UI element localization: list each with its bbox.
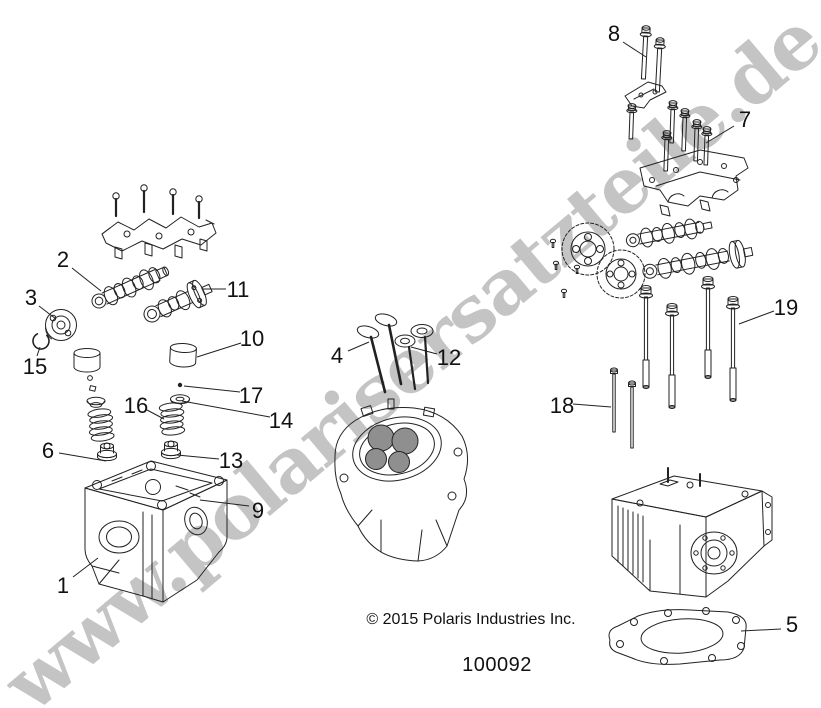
cylinder-block-drawing [611,467,773,598]
callout-label-4: 4 [331,343,343,368]
intake-camshaft-drawing [91,266,170,309]
callout-label-8: 8 [608,21,620,46]
callout-leader-16 [146,409,165,420]
callout-label-7: 7 [739,107,751,132]
tappet-right-drawing [169,342,197,368]
diagram-number-text: 100092 [462,654,532,676]
camshaft-carrier-bolts-drawing [626,100,713,172]
sprocket-fasteners-drawing [549,238,581,298]
valve-keepers-left-drawing [87,375,97,392]
cylinder-head-bottom-view-drawing [334,398,468,562]
callout-label-14: 14 [269,408,293,433]
callout-leader-9 [199,499,250,507]
intake-valves-drawing [356,313,403,394]
callout-leader-6 [58,452,107,462]
callout-label-13: 13 [219,448,243,473]
camshaft-carrier-drawing [639,149,749,217]
callout-label-5: 5 [786,612,798,637]
callout-leader-7 [705,125,735,144]
rocker-arm-assembly-drawing [101,184,217,260]
tappet-left-drawing [73,348,101,373]
callout-label-15: 15 [23,354,47,379]
callout-label-17: 17 [239,383,263,408]
valve-spring-right-drawing [158,402,186,436]
callout-leader-10 [196,342,242,358]
callout-label-18: 18 [550,393,574,418]
valve-seal-left-drawing [97,442,117,462]
callout-leader-1 [72,557,99,578]
callout-leader-13 [176,454,220,460]
valve-keeper-pin-drawing [177,382,183,388]
callout-leader-19 [738,310,775,325]
callout-leader-18 [572,403,612,408]
valve-seal-right-drawing [161,440,181,460]
spring-retainer-washer-drawing [170,394,190,405]
callout-leader-2 [71,267,102,292]
exhaust-valves-drawing [394,324,434,391]
callout-leader-8 [622,41,647,58]
callout-label-6: 6 [42,438,54,463]
valve-spring-left-drawing [87,408,115,442]
cam-cap-drawing [45,309,77,341]
callout-label-9: 9 [252,498,264,523]
callout-label-19: 19 [774,295,798,320]
callout-label-1: 1 [57,573,69,598]
callout-leader-3 [38,305,57,320]
cylinder-head-bolts-drawing [639,276,740,409]
callout-label-3: 3 [25,285,37,310]
callout-label-12: 12 [437,345,461,370]
callout-label-2: 2 [57,247,69,272]
copyright-text: © 2015 Polaris Industries Inc. [366,611,576,628]
callout-label-11: 11 [227,277,250,302]
cylinder-studs-drawing [610,367,636,449]
callout-leader-14 [181,400,271,418]
callout-leader-5 [740,628,782,632]
camshaft-pair-right-drawing [625,218,754,279]
camshaft-carrier-bolts-long-drawing [639,25,666,93]
callout-label-10: 10 [240,326,264,351]
callout-leader-12 [410,346,438,355]
callout-leader-15 [36,346,41,357]
callout-leader-17 [183,385,241,393]
cylinder-head-drawing [84,460,228,603]
head-gasket-drawing [608,607,747,665]
exhaust-camshaft-drawing [143,279,213,323]
callout-leader-4 [347,341,370,352]
snap-ring-drawing [32,332,50,350]
callout-label-16: 16 [124,393,148,418]
cam-sprockets-drawing [561,222,646,299]
spring-retainer-left-drawing [86,396,106,408]
